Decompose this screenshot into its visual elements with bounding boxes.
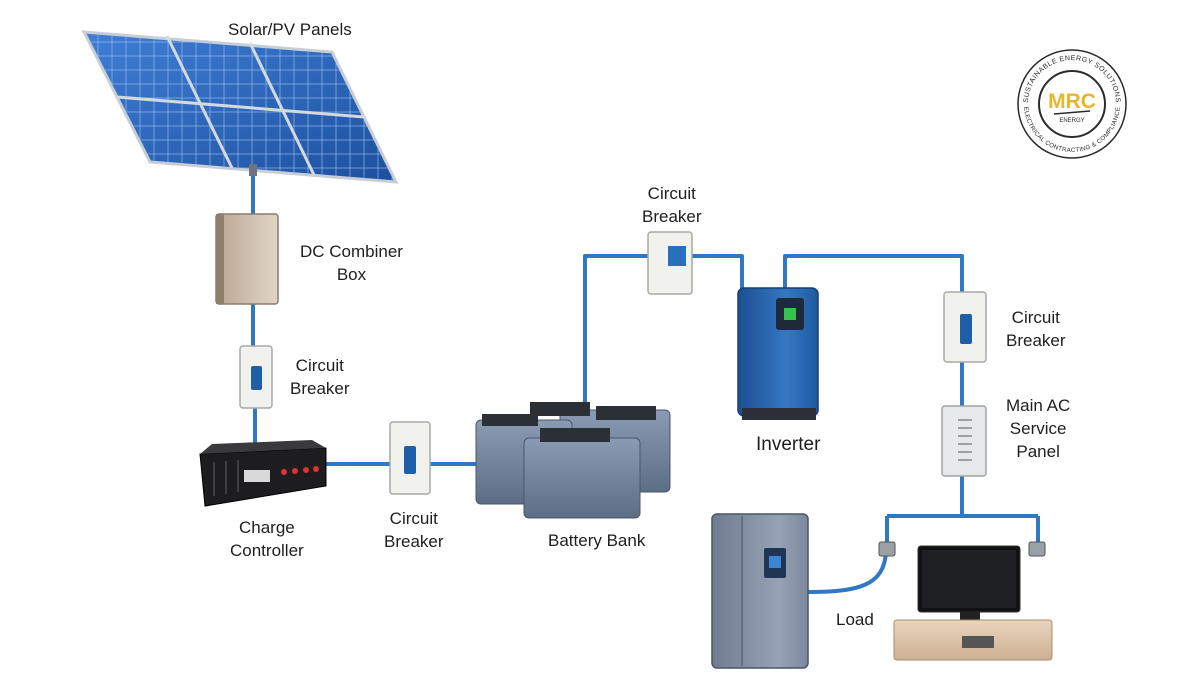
label-inverter: Inverter <box>756 434 821 455</box>
solar-panel-array <box>81 30 399 184</box>
outlet-right <box>1028 541 1046 557</box>
wire-battery-to-breaker <box>583 254 650 408</box>
circuit-breaker-3 <box>647 231 693 295</box>
outlet-left <box>878 541 896 557</box>
dc-combiner-box <box>215 213 279 305</box>
wire-load-cable <box>807 551 888 594</box>
label-solar-panels: Solar/PV Panels <box>228 20 352 39</box>
wire-panel-to-loads <box>885 474 1040 552</box>
charge-controller <box>199 440 327 507</box>
main-ac-service-panel <box>941 405 987 477</box>
battery-bank <box>475 402 671 519</box>
circuit-breaker-1 <box>239 345 273 409</box>
inverter <box>737 287 819 420</box>
circuit-breaker-2 <box>389 421 431 495</box>
wire-breaker-to-inverter <box>690 254 744 290</box>
wiring <box>251 168 1040 594</box>
label-load: Load <box>836 610 874 629</box>
load-appliance-cabinet <box>711 513 809 669</box>
mrc-energy-logo: SUSTAINABLE ENERGY SOLUTIONS ELECTRICAL … <box>1017 49 1127 159</box>
label-battery-bank: Battery Bank <box>548 531 646 550</box>
wire-inverter-to-breaker <box>783 254 964 294</box>
load-tv-stand <box>893 545 1053 661</box>
logo-brand-text: MRC <box>1048 90 1096 113</box>
circuit-breaker-4 <box>943 291 987 363</box>
logo-sub-text: ENERGY <box>1059 118 1084 124</box>
